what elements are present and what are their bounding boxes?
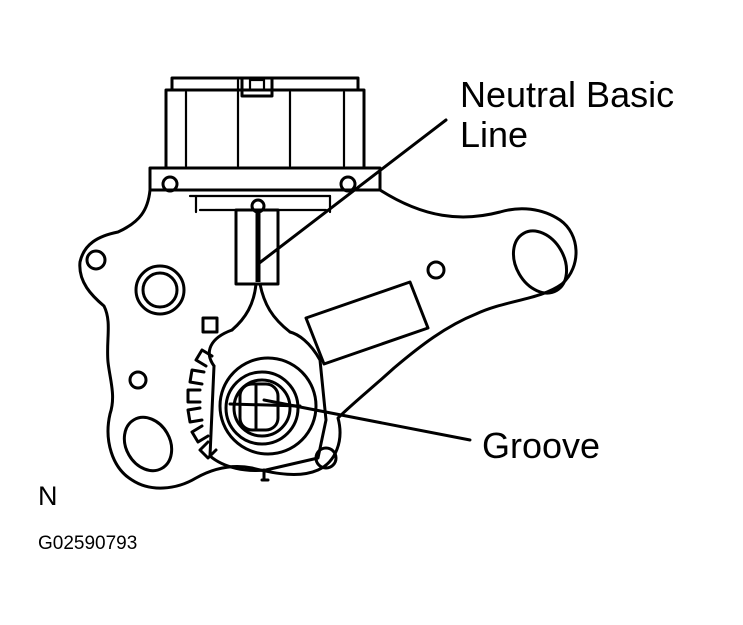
figure-code: G02590793 xyxy=(38,533,138,554)
connector-housing xyxy=(164,76,366,170)
label-neutral-basic-line: Neutral Basic Line xyxy=(460,74,675,155)
label-groove: Groove xyxy=(482,425,601,466)
switch-body xyxy=(78,188,578,490)
basic-line-guide xyxy=(230,198,292,334)
rotor-assembly xyxy=(186,328,328,482)
leader-groove xyxy=(262,398,472,442)
leader-neutral-basic-line xyxy=(256,118,448,266)
label-mode-n: N xyxy=(38,481,58,511)
